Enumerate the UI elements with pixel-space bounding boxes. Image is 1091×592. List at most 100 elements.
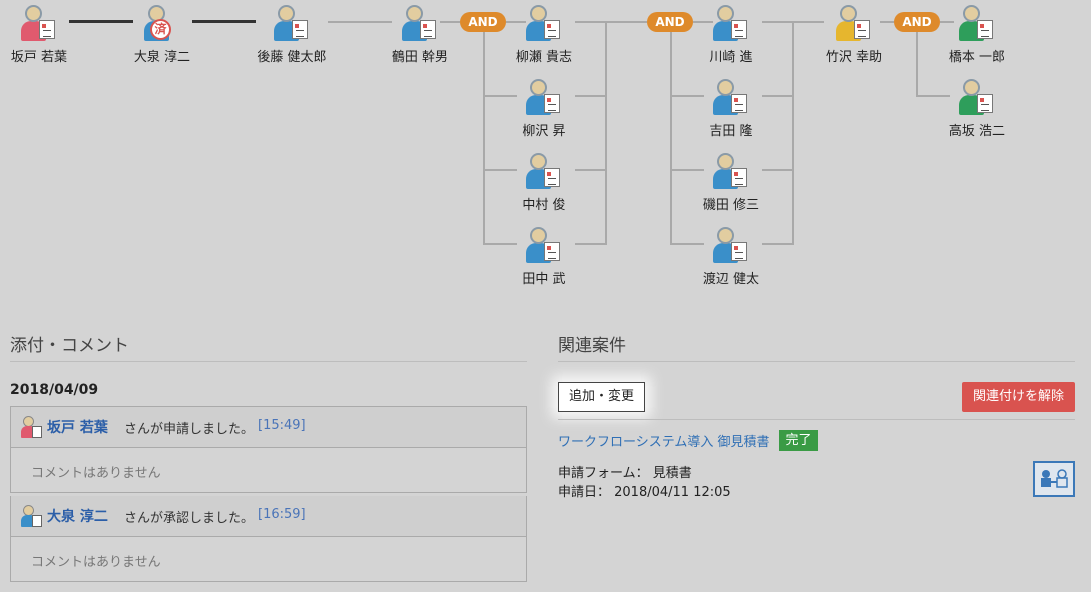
comment-body: コメントはありません — [11, 537, 526, 581]
user-avatar-icon — [711, 79, 751, 117]
and-badge: AND — [647, 12, 693, 32]
document-icon — [544, 94, 560, 113]
user-avatar-icon — [524, 227, 564, 265]
approver-node[interactable]: 済大泉 淳二 — [122, 5, 202, 65]
approver-node[interactable]: 渡辺 健太 — [691, 227, 771, 287]
comment-text: コメントはありません — [31, 466, 161, 481]
approver-name: 柳沢 昇 — [522, 124, 566, 139]
divider — [558, 419, 1075, 420]
connector — [328, 21, 392, 23]
approver-name: 橋本 一郎 — [948, 50, 1006, 65]
approver-node[interactable]: 竹沢 幸助 — [814, 5, 894, 65]
approver-node[interactable]: 柳沢 昇 — [504, 79, 584, 139]
unlink-button[interactable]: 関連付けを解除 — [962, 382, 1075, 412]
attachments-section-title: 添付・コメント — [10, 336, 129, 356]
add-change-button[interactable]: 追加・変更 — [558, 382, 645, 412]
document-icon — [977, 94, 993, 113]
comment-header: 坂戸 若葉 さんが申請しました。 [15:49] — [11, 407, 526, 448]
comment-header: 大泉 淳二 さんが承認しました。 [16:59] — [11, 496, 526, 537]
related-form: 申請フォーム： 見積書 — [558, 466, 692, 481]
user-avatar-icon — [711, 5, 751, 43]
user-avatar-icon — [21, 505, 43, 529]
comment-body: コメントはありません — [11, 448, 526, 492]
approver-name: 田中 武 — [522, 272, 566, 287]
comment-action: さんが承認しました。 — [124, 511, 255, 526]
comment-entry: 坂戸 若葉 さんが申請しました。 [15:49] コメントはありません — [10, 406, 527, 493]
approver-node[interactable]: 柳瀬 貴志 — [504, 5, 584, 65]
approver-node[interactable]: 後藤 健太郎 — [252, 5, 332, 65]
approver-node[interactable]: 鶴田 幹男 — [380, 5, 460, 65]
approver-node[interactable]: 磯田 修三 — [691, 153, 771, 213]
approved-stamp-icon: 済 — [150, 19, 171, 40]
status-badge: 完了 — [779, 430, 818, 451]
approval-flow: AND AND AND 坂戸 若葉済大泉 淳二後藤 健太郎鶴田 幹男柳瀬 貴志柳… — [0, 5, 1017, 287]
connector — [762, 21, 824, 23]
connector — [192, 20, 256, 23]
document-icon — [731, 242, 747, 261]
connector — [670, 243, 704, 245]
approver-name: 大泉 淳二 — [133, 50, 191, 65]
comment-text: コメントはありません — [31, 555, 161, 570]
document-icon — [731, 94, 747, 113]
connector — [483, 243, 517, 245]
user-avatar-icon — [21, 416, 43, 440]
connector — [575, 95, 607, 97]
document-icon — [292, 20, 308, 39]
comment-user-name[interactable]: 大泉 淳二 — [47, 509, 108, 525]
comment-entry: 大泉 淳二 さんが承認しました。 [16:59] コメントはありません — [10, 496, 527, 582]
approver-node[interactable]: 橋本 一郎 — [937, 5, 1017, 65]
approver-node[interactable]: 田中 武 — [504, 227, 584, 287]
approver-name: 竹沢 幸助 — [825, 50, 883, 65]
approver-name: 吉田 隆 — [709, 124, 753, 139]
related-date: 申請日： 2018/04/11 12:05 — [558, 485, 731, 500]
connector — [792, 21, 794, 245]
user-avatar-icon — [957, 79, 997, 117]
user-avatar-icon — [524, 153, 564, 191]
connector — [506, 21, 526, 23]
connector — [440, 21, 460, 23]
connector — [483, 169, 517, 171]
related-item-link[interactable]: ワークフローシステム導入 御見積書 — [558, 435, 770, 450]
divider — [558, 361, 1075, 362]
connector — [880, 21, 894, 23]
document-icon — [39, 20, 55, 39]
connector — [575, 21, 647, 23]
connector — [483, 32, 485, 243]
comment-date: 2018/04/09 — [10, 382, 99, 398]
document-icon — [544, 242, 560, 261]
connector — [762, 95, 794, 97]
approver-node[interactable]: 吉田 隆 — [691, 79, 771, 139]
approver-node[interactable]: 川崎 進 — [691, 5, 771, 65]
connector — [670, 169, 704, 171]
connector — [575, 243, 607, 245]
user-avatar-icon: 済 — [142, 5, 182, 43]
user-avatar-icon — [524, 5, 564, 43]
approver-name: 後藤 健太郎 — [257, 50, 327, 65]
connector — [693, 21, 713, 23]
comment-time: [15:49] — [258, 418, 306, 433]
document-icon — [544, 20, 560, 39]
approver-node[interactable]: 高坂 浩二 — [937, 79, 1017, 139]
connector — [605, 21, 607, 245]
approver-node[interactable]: 坂戸 若葉 — [0, 5, 79, 65]
approver-name: 川崎 進 — [709, 50, 753, 65]
comment-time: [16:59] — [258, 507, 306, 522]
approver-name: 渡辺 健太 — [702, 272, 760, 287]
connector — [916, 32, 918, 97]
user-avatar-icon — [957, 5, 997, 43]
divider — [10, 361, 527, 362]
user-avatar-icon — [400, 5, 440, 43]
document-icon — [854, 20, 870, 39]
approver-name: 高坂 浩二 — [948, 124, 1006, 139]
unlink-users-icon[interactable] — [1033, 461, 1075, 497]
approver-name: 中村 俊 — [522, 198, 566, 213]
connector — [762, 169, 794, 171]
user-avatar-icon — [272, 5, 312, 43]
connector — [670, 95, 704, 97]
related-section-title: 関連案件 — [558, 336, 626, 356]
approver-node[interactable]: 中村 俊 — [504, 153, 584, 213]
comment-user-name[interactable]: 坂戸 若葉 — [47, 420, 108, 436]
and-badge: AND — [894, 12, 940, 32]
approver-name: 鶴田 幹男 — [391, 50, 449, 65]
connector — [916, 95, 950, 97]
